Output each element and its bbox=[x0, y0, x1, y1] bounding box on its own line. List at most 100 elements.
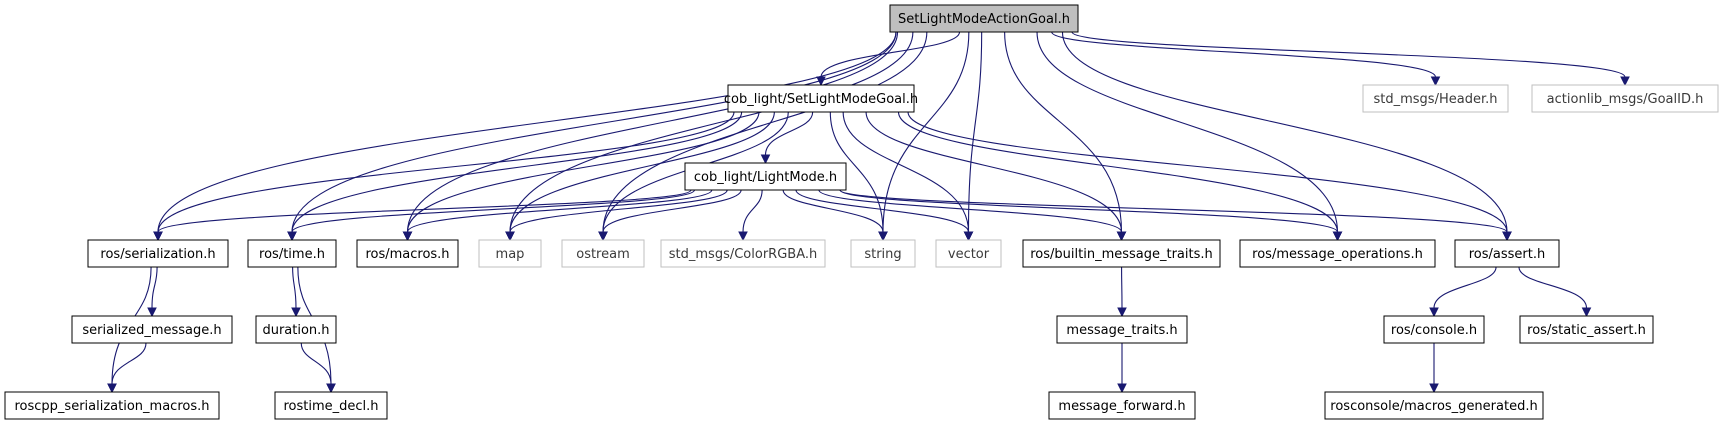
node-time[interactable]: ros/time.h bbox=[247, 239, 337, 268]
edge-lightmode-to-colorrgba bbox=[738, 189, 763, 242]
node-goal[interactable]: cob_light/SetLightModeGoal.h bbox=[724, 84, 918, 113]
node-box-msgtraits bbox=[1056, 315, 1188, 344]
node-console[interactable]: ros/console.h bbox=[1383, 315, 1485, 344]
node-label-time: ros/time.h bbox=[259, 247, 325, 262]
node-box-map bbox=[478, 239, 542, 268]
node-box-msgforward bbox=[1048, 391, 1196, 420]
node-box-vector bbox=[935, 239, 1002, 268]
node-duration[interactable]: duration.h bbox=[255, 315, 337, 344]
edge-root-to-header bbox=[1051, 31, 1441, 87]
edge-root-to-goalid bbox=[1071, 31, 1630, 87]
edge-lightmode-to-map bbox=[505, 189, 728, 242]
edge-lightmode-to-serialization bbox=[153, 189, 692, 242]
node-macros[interactable]: ros/macros.h bbox=[356, 239, 459, 268]
node-builtin[interactable]: ros/builtin_message_traits.h bbox=[1022, 239, 1221, 268]
edge-goal-to-time bbox=[287, 111, 743, 242]
node-box-lightmode bbox=[684, 162, 847, 191]
node-staticassert[interactable]: ros/static_assert.h bbox=[1519, 315, 1654, 344]
node-label-msgops: ros/message_operations.h bbox=[1252, 247, 1423, 262]
node-label-map: map bbox=[496, 247, 525, 262]
node-label-builtin: ros/builtin_message_traits.h bbox=[1030, 247, 1213, 262]
edge-assert-to-staticassert bbox=[1518, 266, 1592, 318]
node-label-vector: vector bbox=[948, 247, 990, 262]
node-label-sermacros: roscpp_serialization_macros.h bbox=[15, 399, 210, 414]
node-label-duration: duration.h bbox=[262, 323, 329, 338]
edge-goal-to-assert bbox=[907, 111, 1512, 242]
node-label-colorrgba: std_msgs/ColorRGBA.h bbox=[669, 247, 817, 262]
node-box-goalid bbox=[1531, 84, 1719, 113]
node-label-msgforward: message_forward.h bbox=[1058, 399, 1185, 414]
edge-builtin-to-msgtraits bbox=[1117, 266, 1127, 318]
node-msgops[interactable]: ros/message_operations.h bbox=[1239, 239, 1436, 268]
node-label-console: ros/console.h bbox=[1391, 323, 1477, 338]
node-label-rostimedecl: rostime_decl.h bbox=[283, 399, 378, 414]
node-label-root: SetLightModeActionGoal.h bbox=[898, 12, 1070, 27]
node-box-macrosgen bbox=[1324, 391, 1544, 420]
edge-lightmode-to-time bbox=[287, 189, 696, 242]
node-label-msgtraits: message_traits.h bbox=[1066, 323, 1177, 338]
node-box-ostream bbox=[561, 239, 645, 268]
node-box-duration bbox=[255, 315, 337, 344]
edge-root-to-goal bbox=[816, 31, 961, 87]
node-box-rostimedecl bbox=[274, 391, 388, 420]
node-lightmode[interactable]: cob_light/LightMode.h bbox=[684, 162, 847, 191]
edge-serialized-to-sermacros bbox=[107, 342, 147, 394]
node-box-time bbox=[247, 239, 337, 268]
edge-assert-to-console bbox=[1429, 266, 1497, 318]
node-box-macros bbox=[356, 239, 459, 268]
edge-goal-to-lightmode bbox=[760, 111, 814, 165]
node-label-ostream: ostream bbox=[576, 247, 630, 262]
node-box-console bbox=[1383, 315, 1485, 344]
edge-goal-to-msgops bbox=[897, 111, 1343, 242]
node-box-header bbox=[1362, 84, 1509, 113]
dependency-edges bbox=[107, 31, 1630, 394]
edge-lightmode-to-vector bbox=[795, 189, 974, 242]
edge-lightmode-to-ostream bbox=[598, 189, 742, 242]
node-label-macrosgen: rosconsole/macros_generated.h bbox=[1330, 399, 1537, 414]
edge-msgtraits-to-msgforward bbox=[1117, 343, 1127, 394]
node-box-assert bbox=[1454, 239, 1560, 268]
node-colorrgba: std_msgs/ColorRGBA.h bbox=[660, 239, 826, 268]
node-goalid: actionlib_msgs/GoalID.h bbox=[1531, 84, 1719, 113]
node-macrosgen[interactable]: rosconsole/macros_generated.h bbox=[1324, 391, 1544, 420]
node-label-goalid: actionlib_msgs/GoalID.h bbox=[1547, 92, 1704, 107]
node-label-staticassert: ros/static_assert.h bbox=[1527, 323, 1646, 338]
edge-root-to-macros bbox=[402, 31, 899, 242]
node-box-builtin bbox=[1022, 239, 1221, 268]
node-serialized[interactable]: serialized_message.h bbox=[71, 315, 233, 344]
node-box-sermacros bbox=[4, 391, 220, 420]
edge-lightmode-to-assert bbox=[839, 189, 1512, 242]
node-box-serialization bbox=[87, 239, 229, 268]
edge-lightmode-to-builtin bbox=[818, 189, 1127, 242]
node-label-macros: ros/macros.h bbox=[365, 247, 449, 262]
node-label-header: std_msgs/Header.h bbox=[1374, 92, 1498, 107]
node-header: std_msgs/Header.h bbox=[1362, 84, 1509, 113]
node-root[interactable]: SetLightModeActionGoal.h bbox=[889, 4, 1079, 33]
node-rostimedecl[interactable]: rostime_decl.h bbox=[274, 391, 388, 420]
node-box-msgops bbox=[1239, 239, 1436, 268]
node-string: string bbox=[850, 239, 916, 268]
node-ostream: ostream bbox=[561, 239, 645, 268]
header-nodes: SetLightModeActionGoal.h cob_light/SetLig… bbox=[4, 4, 1719, 420]
node-serialization[interactable]: ros/serialization.h bbox=[87, 239, 229, 268]
node-label-string: string bbox=[864, 247, 901, 262]
node-vector: vector bbox=[935, 239, 1002, 268]
edge-lightmode-to-macros bbox=[402, 189, 713, 242]
node-label-goal: cob_light/SetLightModeGoal.h bbox=[724, 92, 918, 107]
node-assert[interactable]: ros/assert.h bbox=[1454, 239, 1560, 268]
node-box-serialized bbox=[71, 315, 233, 344]
node-label-serialization: ros/serialization.h bbox=[100, 247, 215, 262]
node-box-staticassert bbox=[1519, 315, 1654, 344]
edge-serialization-to-serialized bbox=[147, 266, 158, 318]
edge-root-to-time bbox=[287, 31, 897, 242]
edge-lightmode-to-string bbox=[782, 189, 888, 242]
node-map: map bbox=[478, 239, 542, 268]
edge-time-to-duration bbox=[291, 266, 301, 318]
node-box-colorrgba bbox=[660, 239, 826, 268]
node-msgforward[interactable]: message_forward.h bbox=[1048, 391, 1196, 420]
node-msgtraits[interactable]: message_traits.h bbox=[1056, 315, 1188, 344]
edge-root-to-assert bbox=[1061, 31, 1512, 242]
node-label-lightmode: cob_light/LightMode.h bbox=[694, 170, 837, 185]
node-sermacros[interactable]: roscpp_serialization_macros.h bbox=[4, 391, 220, 420]
